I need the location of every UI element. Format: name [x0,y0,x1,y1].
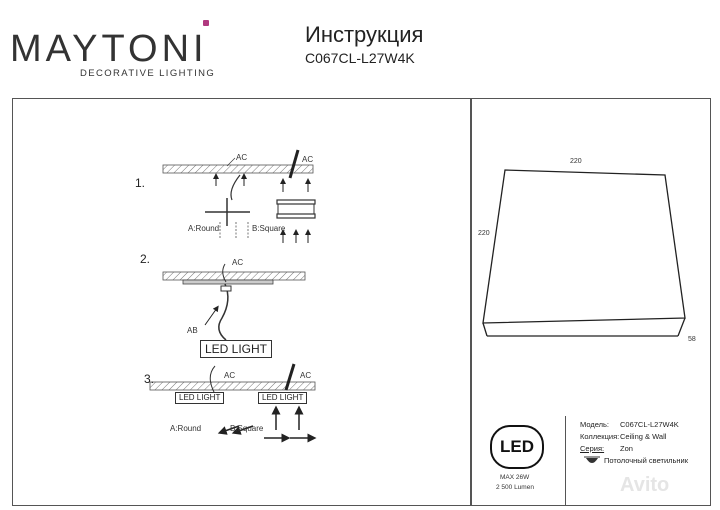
step-number: 2. [140,252,151,266]
ac-label: AC [236,153,248,162]
model-value: C067CL-L27W4K [620,420,679,429]
ac-label: AC [302,155,314,164]
frame-divider [470,98,472,506]
ac-label: AC [300,371,312,380]
collection-label: Коллекция: [580,432,620,441]
ab-label: AB [187,326,198,335]
ceiling-lamp-symbol [584,456,600,463]
avito-watermark: Avito [620,474,670,496]
led-badge-icon: LED [490,425,544,469]
step3-ceiling [149,363,317,443]
logo-accent-dot [203,20,209,26]
step2-cable [204,283,232,341]
square-bracket-label: B:Square [230,424,264,433]
model-label: Модель: [580,420,610,429]
led-light-box: LED LIGHT [200,340,273,358]
round-bracket-label: A:Round [170,424,202,433]
step-number: 3. [144,372,155,386]
instruction-frame [12,98,711,506]
step1-ceiling [162,149,314,179]
round-bracket-label: A:Round [188,224,220,233]
model-code: C067CL-L27W4K [305,50,415,66]
collection-value: Ceiling & Wall [620,432,667,441]
led-light-box: LED LIGHT [258,392,308,404]
dimension-height: 58 [688,336,696,343]
type-value: Потолочный светильник [604,456,689,465]
led-power: MAX 26W [500,474,530,481]
dimension-width: 220 [570,158,582,165]
step1-round-bracket [205,173,250,238]
square-bracket-label: B:Square [252,224,286,233]
brand-logo: MAYTONI [10,28,208,70]
led-lumen: 2 500 Lumen [496,484,534,491]
series-label: Серия: [580,444,605,453]
dimension-depth: 220 [478,230,490,237]
page-title: Инструкция [305,22,424,47]
step2-ceiling [162,263,306,285]
ac-label: AC [224,371,236,380]
ac-label: AC [232,258,244,267]
info-table: Модель: C067CL-L27W4K Коллекция: Ceiling… [565,416,712,506]
luminaire-box-drawing [482,169,686,337]
series-value: Zon [620,444,633,453]
step1-square-bracket [276,178,316,243]
led-light-box: LED LIGHT [175,392,225,404]
step-number: 1. [135,176,146,190]
brand-tagline: DECORATIVE LIGHTING [80,68,216,79]
